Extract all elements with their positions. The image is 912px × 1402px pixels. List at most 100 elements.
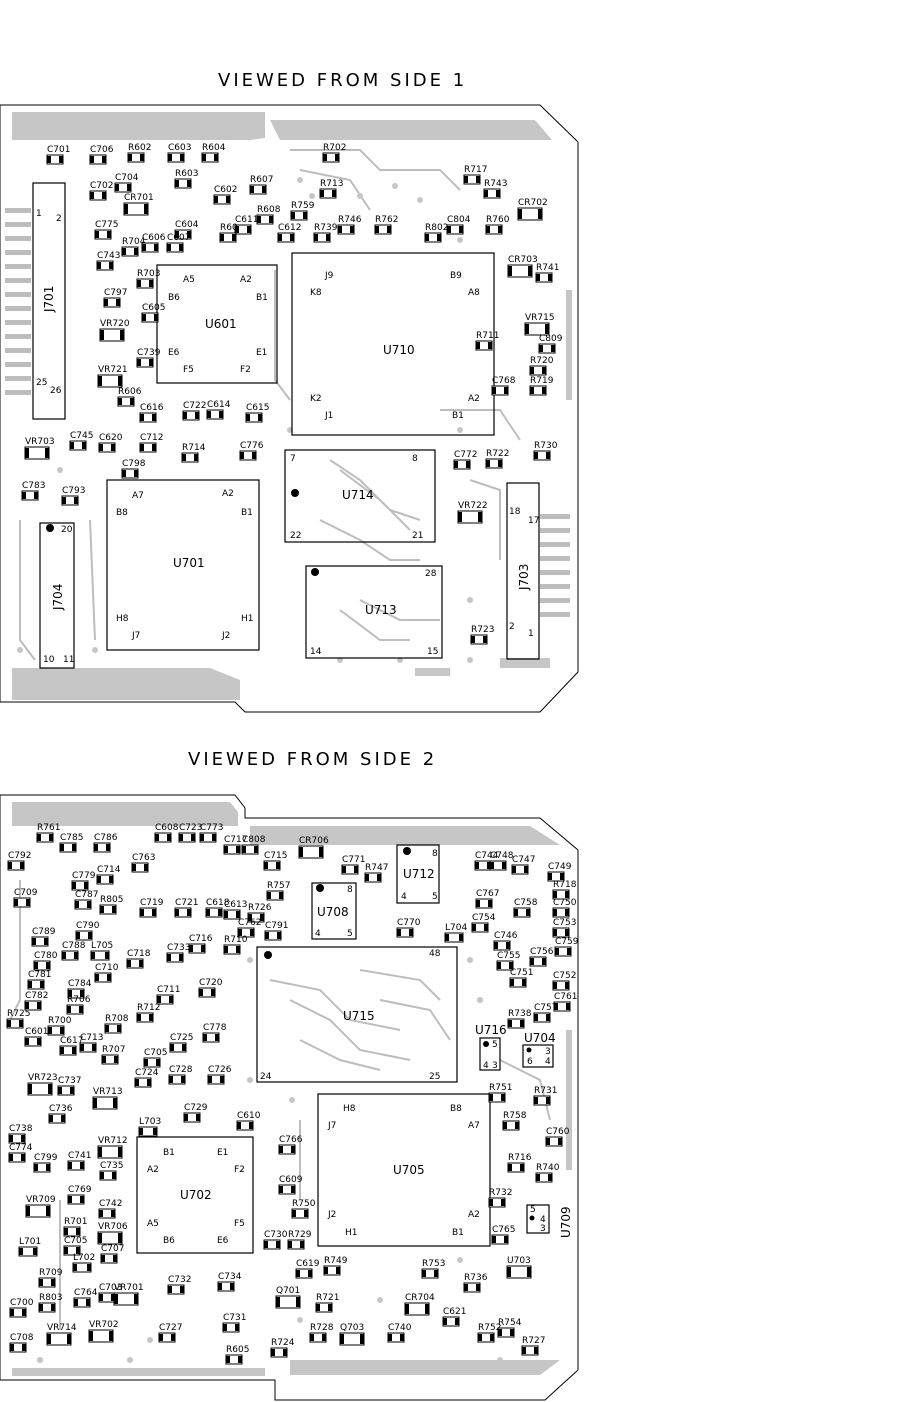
pad [538, 209, 542, 219]
pad [102, 1056, 106, 1063]
pad [498, 226, 502, 233]
pad [195, 412, 199, 419]
side-1-edge-fingers [5, 208, 570, 617]
pad [237, 1122, 241, 1129]
component-c711: C711 [156, 985, 180, 1005]
pad [82, 442, 86, 449]
ref-label: C736 [49, 1104, 73, 1114]
pad [175, 909, 179, 916]
pad [124, 204, 128, 214]
svg-text:J9: J9 [324, 271, 334, 281]
pad [14, 899, 18, 906]
svg-text:B9: B9 [450, 271, 462, 281]
component-r60: R60 [219, 223, 238, 243]
component-r760: R760 [485, 215, 510, 235]
svg-text:U716: U716 [475, 1023, 507, 1037]
component-r700: R700 [47, 1016, 72, 1036]
pad [539, 345, 543, 352]
pad [303, 212, 307, 219]
pad [425, 234, 429, 241]
ref-label: R727 [522, 1336, 545, 1346]
pad [260, 914, 264, 921]
pad [530, 387, 534, 394]
svg-text:J7: J7 [327, 1121, 336, 1131]
component-r602: R602 [127, 143, 151, 163]
component-r743: R743 [483, 179, 507, 199]
ref-label: C741 [68, 1151, 91, 1161]
pad [21, 1154, 25, 1161]
pad [558, 1138, 562, 1145]
component-c605: C605 [141, 303, 165, 323]
pad [291, 1186, 295, 1193]
pad [226, 1356, 230, 1363]
ref-label: C706 [90, 145, 114, 155]
pad [137, 1014, 141, 1021]
ref-label: R710 [224, 935, 248, 945]
pad [112, 906, 116, 913]
component-c782: C782 [24, 991, 48, 1011]
pad [240, 452, 244, 459]
pad [107, 974, 111, 981]
pad [79, 1006, 83, 1013]
pad [276, 862, 280, 869]
ref-label: C740 [388, 1323, 412, 1333]
pad [219, 411, 223, 418]
pad [10, 1344, 14, 1351]
ref-label: C613 [224, 900, 247, 910]
ref-label: R722 [486, 449, 509, 459]
pad [99, 1210, 103, 1217]
pad [504, 387, 508, 394]
svg-text:H8: H8 [116, 614, 129, 624]
pad [8, 862, 12, 869]
ref-label: C778 [203, 1023, 227, 1033]
svg-text:5: 5 [492, 1040, 498, 1050]
component-r604: R604 [201, 143, 226, 163]
pad [159, 1334, 163, 1341]
ref-label: R747 [365, 863, 388, 873]
pad [196, 1114, 200, 1121]
component-c717: C717 [223, 835, 247, 855]
ref-label: VR723 [28, 1073, 58, 1083]
pad [296, 1297, 300, 1307]
svg-text:U708: U708 [317, 905, 349, 919]
pad [144, 864, 148, 871]
pad [26, 899, 30, 906]
pad [64, 1228, 68, 1235]
pad [220, 234, 224, 241]
pad [114, 1294, 118, 1304]
pad [105, 1025, 109, 1032]
component-c612: C612 [277, 223, 301, 243]
component-c712: C712 [139, 433, 163, 453]
pad [254, 846, 258, 853]
pad [149, 1014, 153, 1021]
pad [175, 180, 179, 187]
pad [137, 359, 141, 366]
svg-text:1: 1 [528, 629, 534, 639]
pad [48, 1084, 52, 1094]
pad [89, 1331, 93, 1341]
pad [22, 1344, 26, 1351]
svg-text:H1: H1 [241, 614, 254, 624]
component-c603: C603 [167, 143, 191, 163]
pad [206, 909, 210, 916]
chip-U715: U715 48 24 25 [256, 946, 458, 1083]
pad [80, 1044, 84, 1051]
pad [189, 945, 193, 952]
ref-label: CR703 [508, 255, 538, 265]
pad [475, 862, 479, 869]
component-r706: R706 [66, 995, 91, 1015]
pad [215, 1034, 219, 1041]
pad [387, 226, 391, 233]
ref-label: R738 [508, 1009, 532, 1019]
svg-text:H8: H8 [343, 1104, 356, 1114]
component-r805: R805 [99, 895, 123, 915]
component-r704: R704 [121, 237, 146, 257]
pad [97, 876, 101, 883]
component-c733: C733 [166, 943, 190, 963]
pad [565, 891, 569, 898]
ref-label: CR706 [299, 836, 329, 846]
component-c716: C716 [188, 934, 213, 954]
pad [76, 1228, 80, 1235]
pad [22, 492, 26, 499]
pad [503, 1122, 507, 1129]
